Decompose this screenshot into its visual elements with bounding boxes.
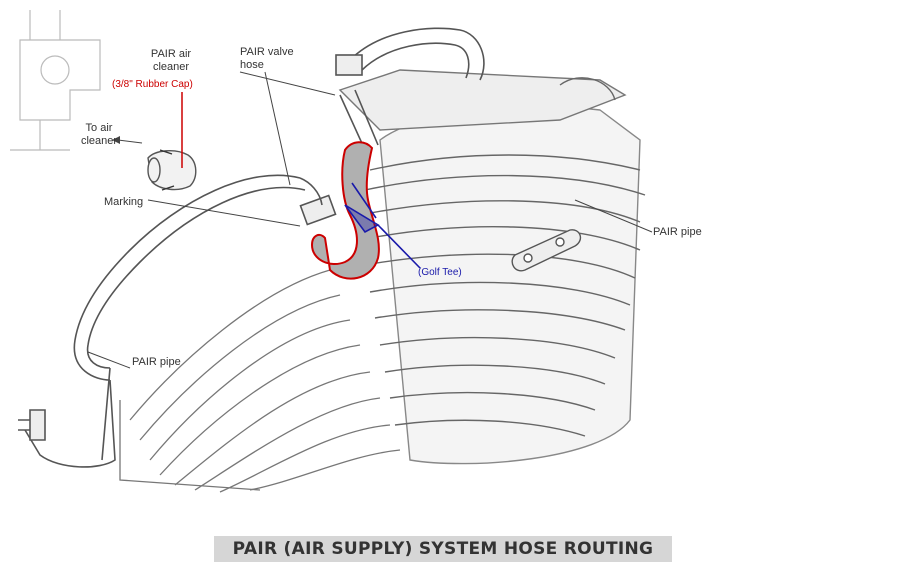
label-pair-pipe-right: PAIR pipe — [653, 226, 702, 238]
pair-pipe-left-shape — [18, 174, 337, 468]
label-marking: Marking — [104, 196, 144, 208]
label-rubber-cap: (3/8" Rubber Cap) — [112, 79, 193, 90]
diagram-title: PAIR (AIR SUPPLY) SYSTEM HOSE ROUTING — [214, 536, 672, 562]
label-golf-tee: (Golf Tee) — [418, 267, 462, 278]
rubber-cap-shape — [147, 149, 197, 191]
label-pair-valve-hose: PAIR valve hose — [240, 46, 294, 71]
label-pair-pipe-left: PAIR pipe — [132, 356, 181, 368]
pair-pipe-bracket — [511, 229, 582, 272]
label-pair-air-cleaner: PAIR air cleaner — [150, 48, 192, 73]
label-to-air-cleaner: To air cleaner — [80, 122, 118, 147]
highlighted-hose-outline — [310, 141, 380, 280]
pair-valve-hose-shape — [335, 27, 485, 151]
lower-engine-fins — [119, 269, 401, 493]
engine-cylinder — [338, 69, 646, 465]
leader-lines — [87, 71, 653, 369]
golf-tee-marker — [344, 182, 421, 269]
carburetor-sketch — [10, 10, 101, 151]
arrow-to-air-cleaner — [112, 136, 120, 144]
